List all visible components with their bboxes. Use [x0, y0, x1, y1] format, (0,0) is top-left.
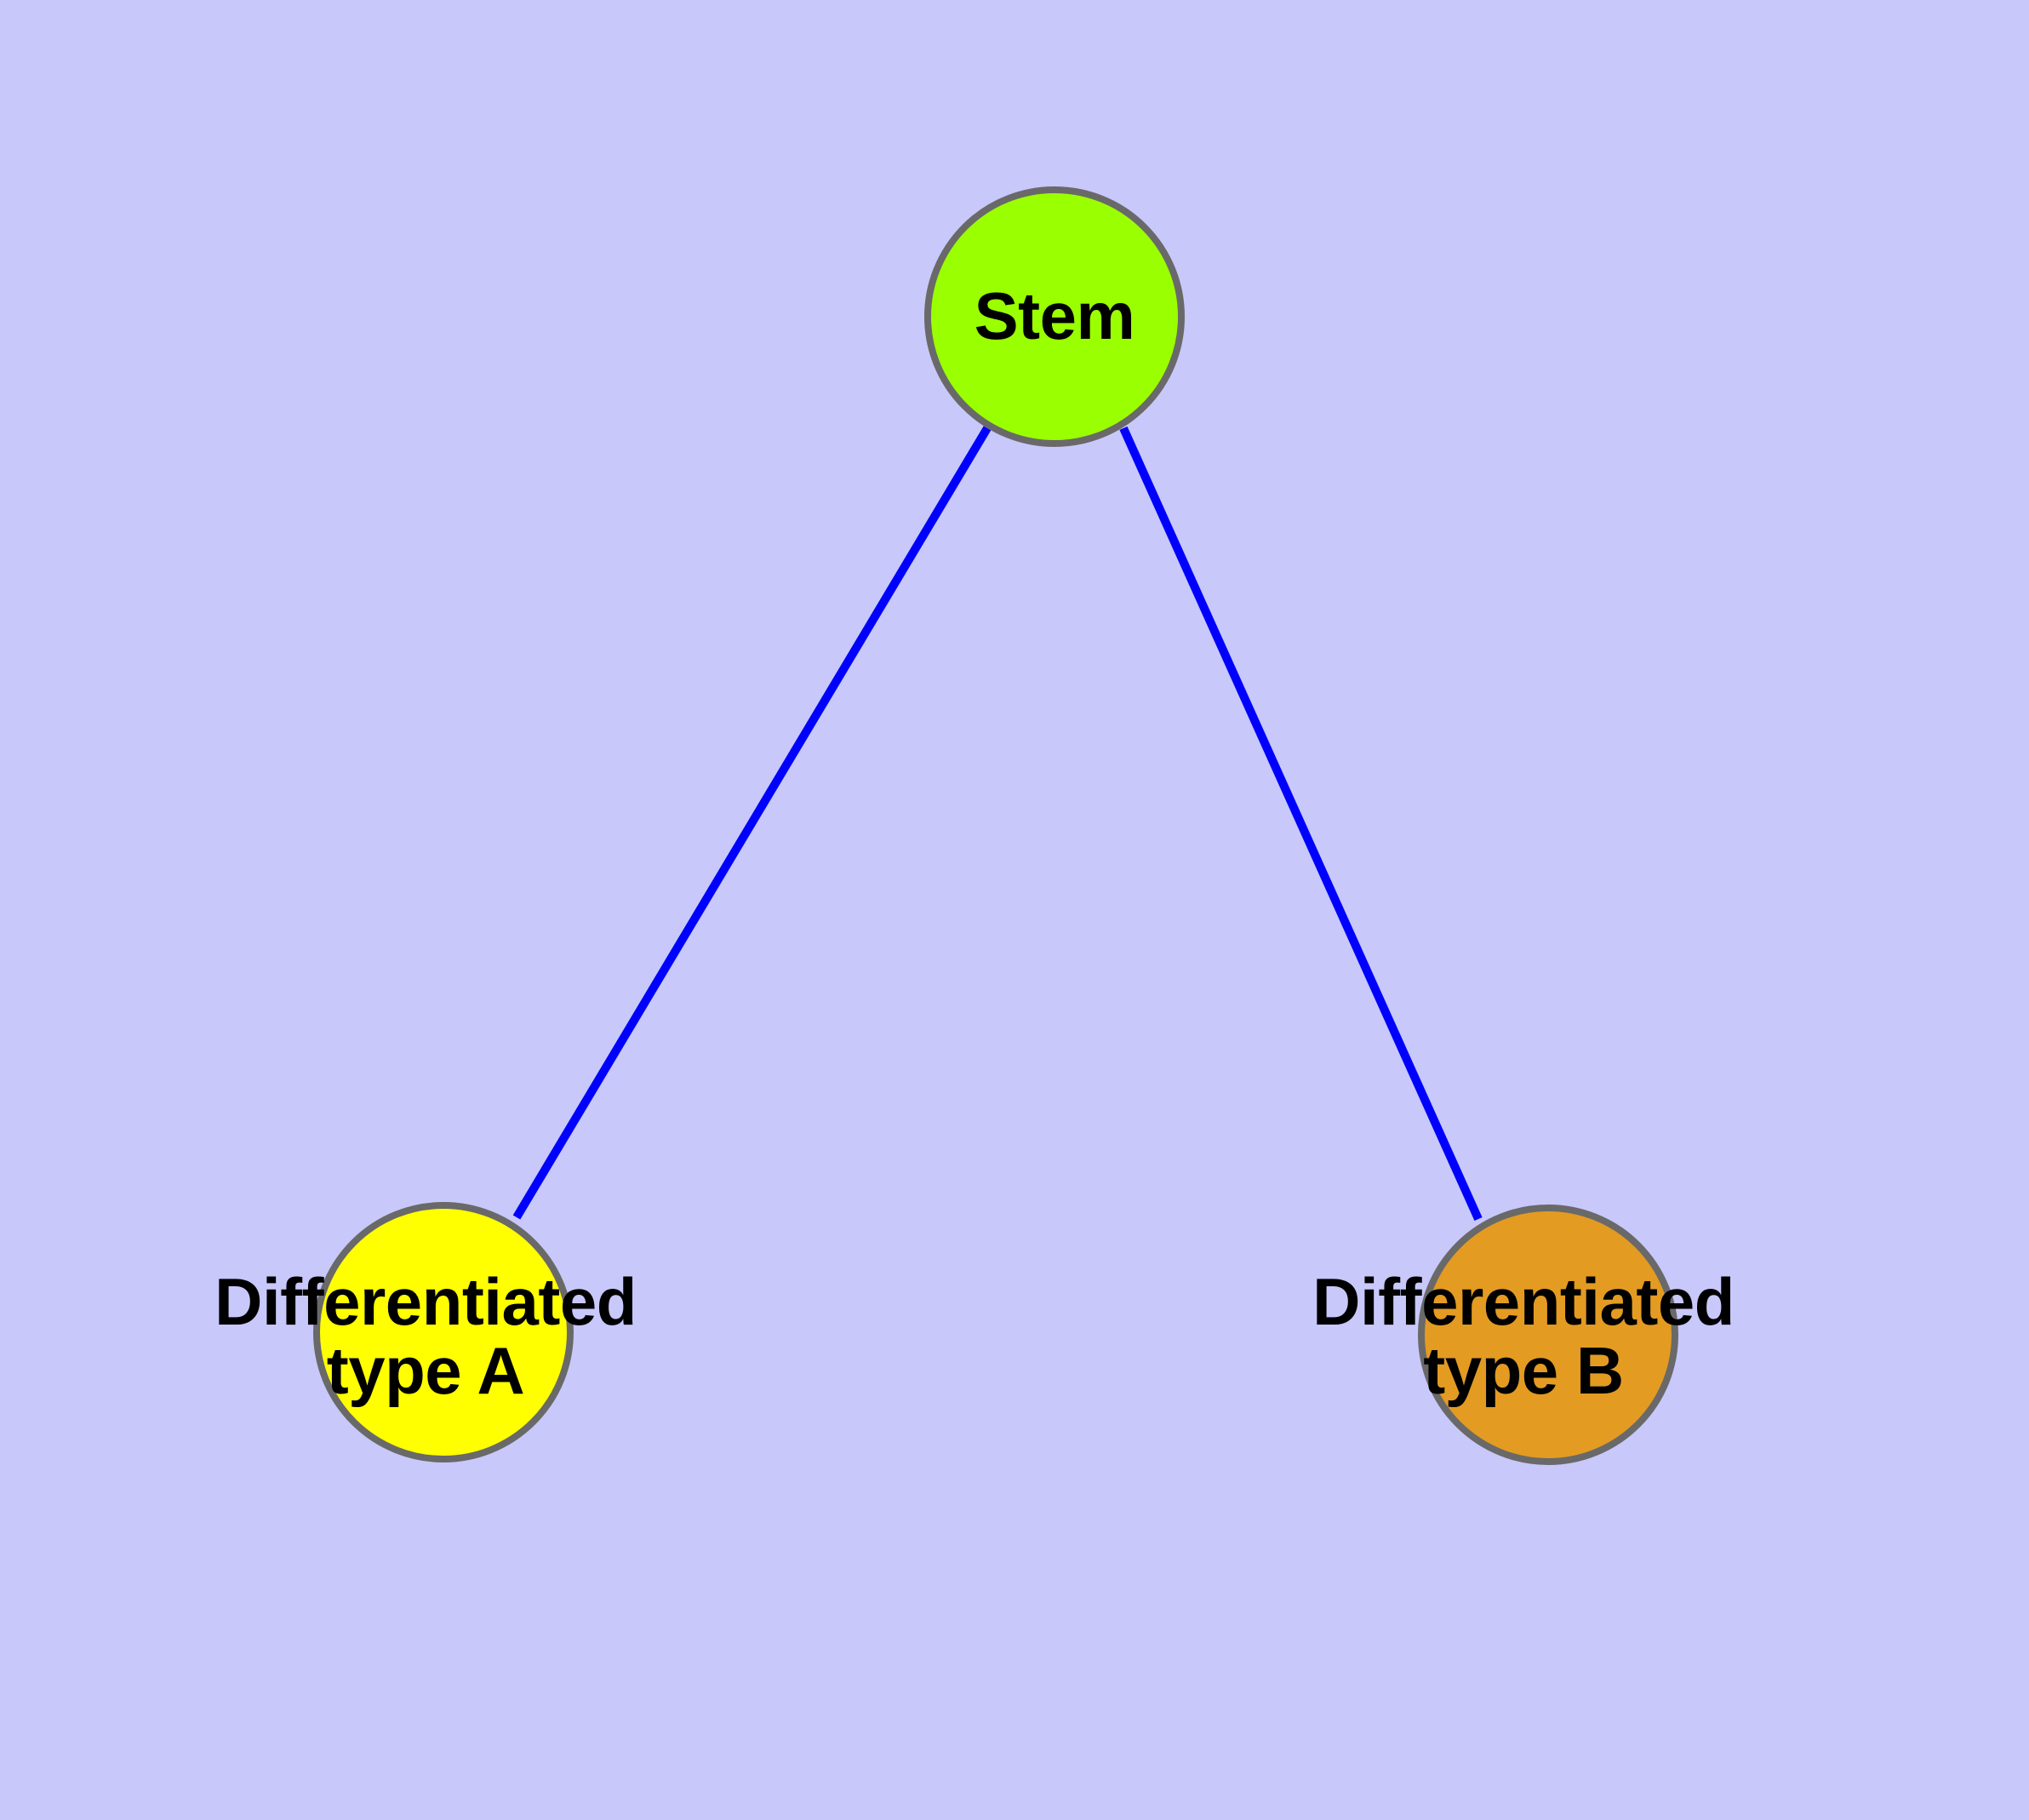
node-stem-circle[interactable] [924, 186, 1185, 447]
edge-stem-to-diff-a [512, 426, 992, 1220]
node-differentiated-type-b-circle[interactable] [1418, 1205, 1678, 1465]
edge-stem-to-diff-b [1119, 426, 1483, 1222]
node-differentiated-type-a-circle[interactable] [313, 1202, 574, 1462]
